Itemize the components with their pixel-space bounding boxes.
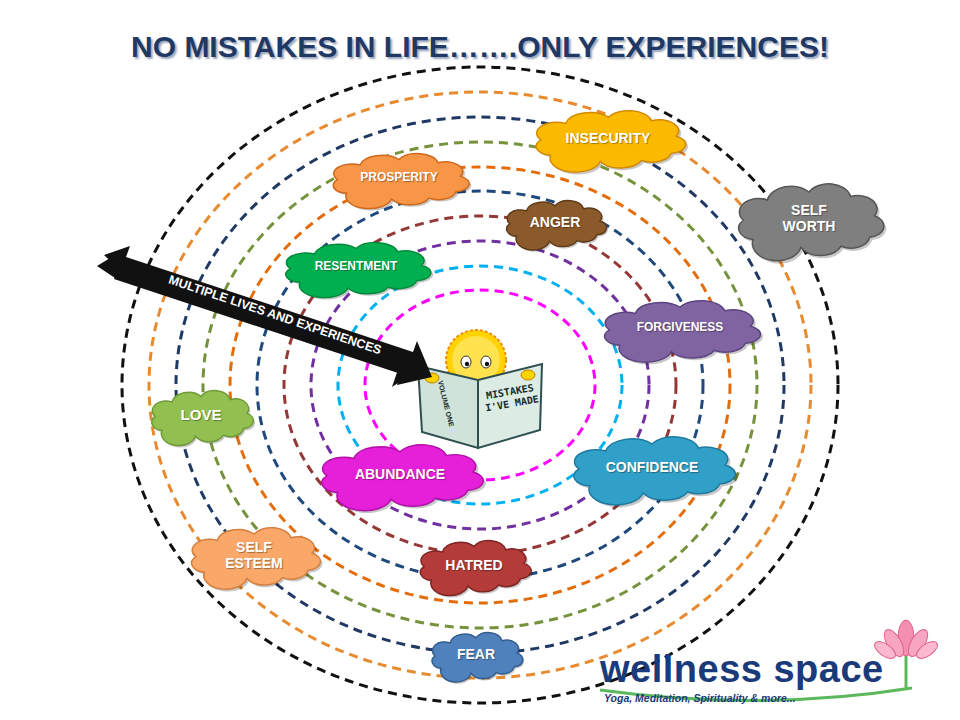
reader-hand (521, 370, 535, 380)
cloud-node: LOVE (145, 390, 257, 440)
logo-wordmark: wellness space (600, 648, 920, 691)
cloud-outline (152, 391, 254, 446)
cloud-text-wrap: FEAR (426, 632, 526, 677)
cloud-text-wrap: LOVE (145, 390, 257, 440)
cloud-outline (432, 632, 523, 681)
cloud-outline (322, 445, 483, 511)
cloud-node: ANGER (500, 200, 610, 245)
cloud-label: CONFIDENCE (606, 459, 699, 475)
cloud-node: FORGIVENESS (594, 300, 766, 356)
ring (149, 92, 811, 678)
cloud-outline (536, 111, 686, 173)
cloud-text-wrap: ANGER (500, 200, 610, 245)
concentric-rings (122, 67, 838, 703)
cloud-outline (333, 154, 469, 209)
cloud-node: ABUNDANCE (311, 444, 489, 504)
cloud-text-wrap: FORGIVENESS (594, 300, 766, 356)
arrow-head (392, 352, 424, 387)
ring (257, 191, 703, 579)
cloud-text-wrap: CONFIDENCE (563, 436, 741, 498)
cloud-node: PROSPERITY (324, 153, 474, 203)
cloud-node: RESENTMENT (276, 242, 436, 292)
lotus-petal (914, 638, 941, 662)
cloud-label: SELF WORTH (769, 202, 849, 234)
cloud-label: LOVE (181, 406, 222, 423)
ring (176, 117, 784, 653)
diagram-title: NO MISTAKES IN LIFE…….ONLY EXPERIENCES! (0, 30, 960, 64)
reader-eye (481, 356, 491, 368)
cloud-text-wrap: INSECURITY (526, 110, 691, 166)
cloud-label: ABUNDANCE (355, 466, 445, 482)
cloud-label: FEAR (457, 646, 495, 662)
cloud-label: FORGIVENESS (637, 321, 724, 335)
cloud-text-wrap: RESENTMENT (276, 242, 436, 292)
cloud-text-wrap: SELF ESTEEM (183, 527, 325, 583)
cloud-label: ANGER (530, 214, 581, 230)
lotus-stem (905, 655, 908, 690)
cloud-outline (420, 541, 531, 596)
cloud-node: SELF ESTEEM (183, 527, 325, 583)
cloud-outline (286, 243, 431, 298)
cloud-node: INSECURITY (526, 110, 691, 166)
book-spine (477, 380, 479, 448)
cloud-outline (507, 200, 607, 249)
cloud-node: SELF WORTH (729, 183, 889, 253)
reader-eye (461, 356, 471, 368)
cloud-node: CONFIDENCE (563, 436, 741, 498)
cloud-outline (604, 301, 760, 363)
lives-arrow (97, 246, 432, 387)
logo-art (600, 620, 940, 701)
cloud-label: PROSPERITY (360, 171, 437, 185)
cloud-text-wrap: PROSPERITY (324, 153, 474, 203)
cloud-outline (574, 437, 735, 505)
reader-pupil (485, 362, 489, 366)
cloud-label: SELF ESTEEM (214, 539, 294, 571)
cloud-label: INSECURITY (566, 130, 651, 146)
cloud-outline (739, 184, 884, 261)
reader-pupil (465, 362, 469, 366)
cloud-label: RESENTMENT (315, 260, 398, 274)
book-right-page (478, 364, 542, 448)
cloud-node: HATRED (413, 540, 535, 590)
cloud-text-wrap: HATRED (413, 540, 535, 590)
cloud-outline (192, 528, 321, 590)
book-left-page (418, 366, 478, 448)
double-arrow (104, 246, 432, 385)
cloud-label: HATRED (445, 557, 502, 573)
arrow-head (97, 247, 128, 280)
reader-illustration (418, 330, 542, 448)
cloud-node: FEAR (426, 632, 526, 677)
logo-tagline: Yoga, Meditation, Spirituality & more... (604, 692, 924, 704)
cloud-text-wrap: SELF WORTH (729, 183, 889, 253)
ring (122, 67, 838, 703)
cloud-text-wrap: ABUNDANCE (311, 444, 489, 504)
